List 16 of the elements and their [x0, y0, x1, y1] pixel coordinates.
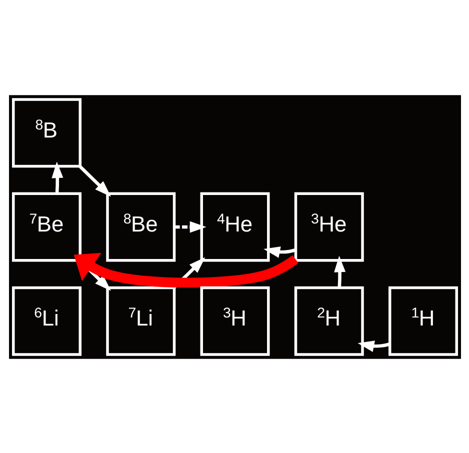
- node-box: $^{7}$Be: [12, 192, 81, 262]
- arrow: [357, 340, 390, 352]
- node-box: $^{6}$Li: [12, 286, 81, 356]
- node-box: $^{1}$H: [388, 286, 458, 356]
- arrow: [263, 246, 296, 258]
- node-box: $^{3}$H: [200, 286, 270, 356]
- arrow: [334, 255, 346, 287]
- node-box: $^{3}$He: [294, 192, 364, 262]
- arrow: [78, 164, 110, 196]
- node-box: $^{7}$Li: [106, 286, 176, 356]
- arrow: [51, 161, 63, 193]
- node-box: $^{8}$B: [12, 98, 81, 168]
- node-box: $^{4}$He: [200, 192, 270, 262]
- node-box: $^{2}$H: [294, 286, 364, 356]
- node-box: $^{8}$Be: [106, 192, 176, 262]
- arrow: [174, 220, 206, 232]
